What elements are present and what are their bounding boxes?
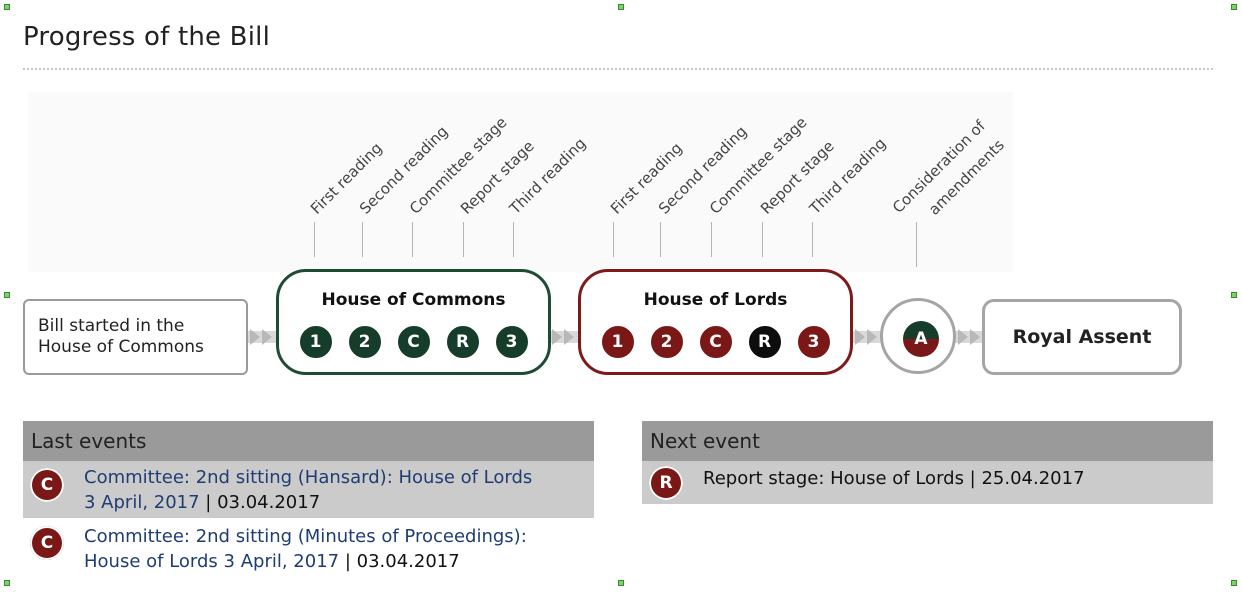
resize-handle-top-center[interactable] <box>618 4 624 10</box>
event-date: | 03.04.2017 <box>339 551 460 572</box>
bill-origin-line1: Bill started in the <box>38 316 185 336</box>
arrow-right-icon <box>970 329 980 345</box>
lords-stage-second-reading: 2 <box>648 324 685 360</box>
last-events-header: Last events <box>23 421 594 461</box>
event-link-line2[interactable]: 3 April, 2017 <box>84 492 200 513</box>
house-of-lords-title: House of Lords <box>643 290 788 310</box>
tick-mark <box>362 222 363 257</box>
royal-assent-box: Royal Assent <box>982 299 1182 375</box>
resize-handle-top-left[interactable] <box>4 4 10 10</box>
arrow-right-icon <box>250 329 260 345</box>
tick-mark <box>613 222 614 257</box>
amendments-stage-circle: A <box>903 321 939 357</box>
tick-mark <box>812 222 813 257</box>
tick-mark <box>916 222 917 267</box>
commons-stage-third-reading: 3 <box>493 324 530 360</box>
arrow-right-icon <box>855 329 865 345</box>
house-of-commons-title: House of Commons <box>321 290 506 310</box>
commons-stage-committee: C <box>395 324 432 360</box>
event-link-line1[interactable]: Committee: 2nd sitting (Minutes of Proce… <box>84 526 527 547</box>
resize-handle-bottom-left[interactable] <box>4 580 10 586</box>
event-row: R Report stage: House of Lords | 25.04.2… <box>642 461 1213 504</box>
progress-diagram-background <box>28 92 1013 272</box>
next-event-text: Report stage: House of Lords | 25.04.201… <box>703 468 1085 489</box>
commons-stage-report: R <box>444 324 481 360</box>
tick-mark <box>762 222 763 257</box>
report-stage-badge-icon: R <box>649 466 683 500</box>
house-of-commons-stages: House of Commons 1 2 C R 3 <box>276 269 551 375</box>
tick-mark <box>513 222 514 257</box>
arrow-right-icon <box>262 329 272 345</box>
resize-handle-bottom-right[interactable] <box>1231 580 1237 586</box>
house-of-lords-stages: House of Lords 1 2 C R 3 <box>578 269 853 375</box>
tick-mark <box>660 222 661 257</box>
page-title: Progress of the Bill <box>23 22 270 52</box>
amendments-stage: A <box>880 298 956 374</box>
committee-stage-badge-icon: C <box>30 526 64 560</box>
next-event-header: Next event <box>642 421 1213 461</box>
event-link-line2[interactable]: House of Lords 3 April, 2017 <box>84 551 340 572</box>
arrow-right-icon <box>552 329 562 345</box>
arrow-right-icon <box>867 329 877 345</box>
arrow-right-icon <box>958 329 968 345</box>
event-row: C Committee: 2nd sitting (Hansard): Hous… <box>23 461 594 518</box>
bill-origin-box: Bill started in the House of Commons <box>23 299 248 375</box>
bill-origin-line2: House of Commons <box>38 337 204 357</box>
lords-stage-third-reading: 3 <box>795 324 832 360</box>
commons-stage-second-reading: 2 <box>346 324 383 360</box>
tick-mark <box>711 222 712 257</box>
committee-stage-badge-icon: C <box>30 468 64 502</box>
tick-mark <box>314 222 315 257</box>
tick-mark <box>463 222 464 257</box>
resize-handle-middle-left[interactable] <box>4 292 10 298</box>
commons-stage-first-reading: 1 <box>297 324 334 360</box>
resize-handle-bottom-center[interactable] <box>618 580 624 586</box>
title-divider <box>23 68 1213 70</box>
event-link-line1[interactable]: Committee: 2nd sitting (Hansard): House … <box>84 467 533 488</box>
arrow-right-icon <box>564 329 574 345</box>
lords-stage-committee: C <box>697 324 734 360</box>
tick-mark <box>412 222 413 257</box>
event-date: | 03.04.2017 <box>199 492 321 513</box>
lords-stage-first-reading: 1 <box>599 324 636 360</box>
lords-stage-report-current: R <box>746 324 783 360</box>
resize-handle-top-right[interactable] <box>1231 4 1237 10</box>
event-row: C Committee: 2nd sitting (Minutes of Pro… <box>23 518 594 578</box>
resize-handle-middle-right[interactable] <box>1231 292 1237 298</box>
